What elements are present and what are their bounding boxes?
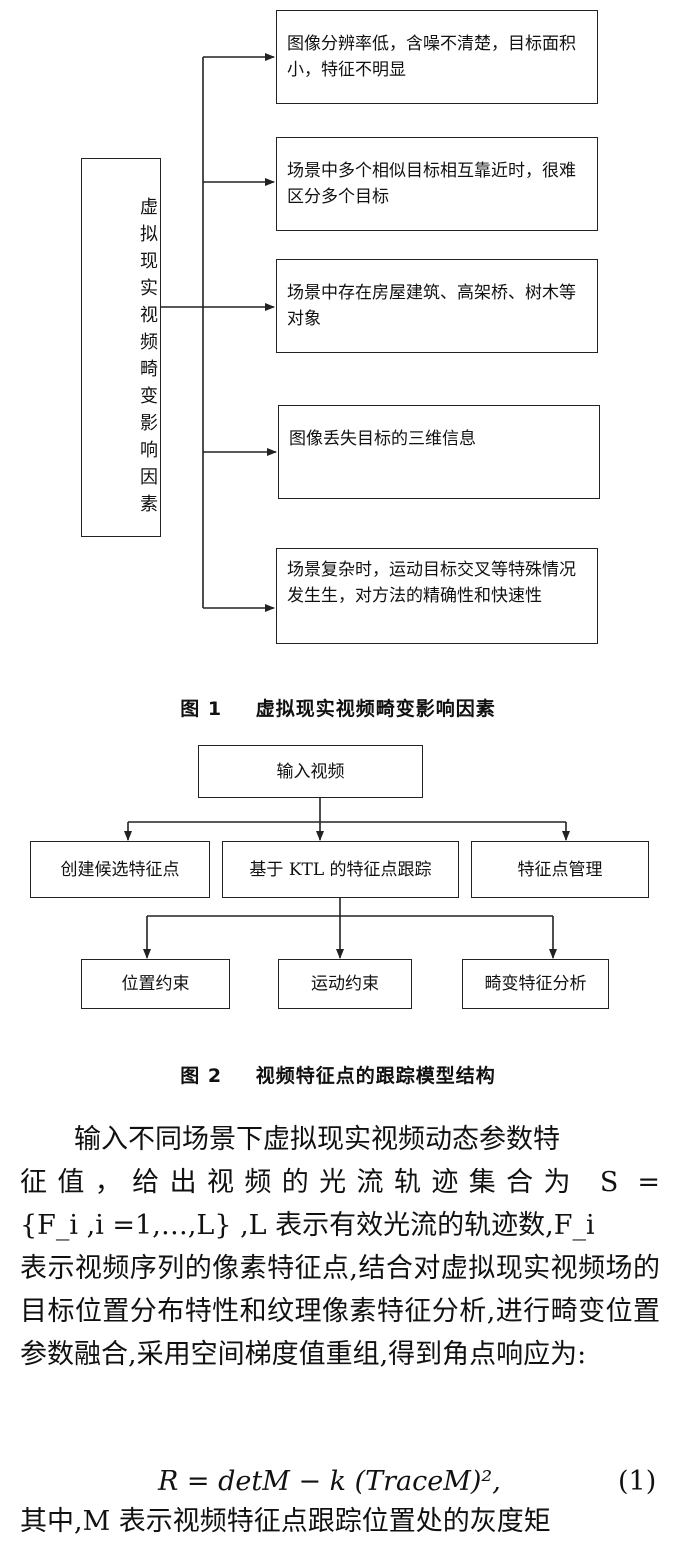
- figure2-level3-label-2: 运动约束: [311, 974, 379, 994]
- figure1-factor-box-2: 场景中多个相似目标相互靠近时，很难区分多个目标: [276, 137, 598, 231]
- figure1-factor-box-4: 图像丢失目标的三维信息: [278, 405, 600, 499]
- figure2-caption-number: 图 2: [180, 1065, 223, 1087]
- figure2-level3-box-3: 畸变特征分析: [462, 959, 609, 1009]
- figure2-caption-text: 视频特征点的跟踪模型结构: [255, 1065, 496, 1087]
- figure2-caption: 图 2 视频特征点的跟踪模型结构: [0, 1061, 676, 1088]
- body-line-2: 征值，给出视频的光流轨迹集合为 S =: [20, 1167, 660, 1198]
- figure1-factor-4: 图像丢失目标的三维信息: [289, 429, 476, 449]
- figure1-factor-box-1: 图像分辨率低，含噪不清楚，目标面积小，特征不明显: [276, 10, 598, 104]
- figure2-level3-label-1: 位置约束: [121, 974, 190, 994]
- figure2-level2-box-1: 创建候选特征点: [30, 841, 210, 898]
- equation-1-number: (1): [618, 1466, 657, 1497]
- body-line-3: {F_i ,i =1,…,L} ,L 表示有效光流的轨迹数,F_i: [20, 1210, 595, 1241]
- figure1-caption-number: 图 1: [180, 698, 223, 720]
- body-paragraph-2: 其中,M 表示视频特征点跟踪位置处的灰度矩: [20, 1500, 660, 1543]
- figure1-caption-text: 虚拟现实视频畸变影响因素: [255, 698, 496, 720]
- figure1-factor-5: 场景复杂时，运动目标交叉等特殊情况发生生，对方法的精确性和快速性: [287, 560, 576, 606]
- figure2-input-box: 输入视频: [198, 745, 423, 798]
- figure1-root-box: 虚拟现实视频畸变影响因素: [81, 158, 161, 537]
- figure2-level2-box-2: 基于 KTL 的特征点跟踪: [222, 841, 459, 898]
- figure1-factor-2: 场景中多个相似目标相互靠近时，很难区分多个目标: [287, 161, 576, 207]
- figure1-factor-3: 场景中存在房屋建筑、高架桥、树木等对象: [287, 283, 576, 329]
- figure1-factor-box-3: 场景中存在房屋建筑、高架桥、树木等对象: [276, 259, 598, 353]
- body-paragraph-1: 输入不同场景下虚拟现实视频动态参数特 征值，给出视频的光流轨迹集合为 S = {…: [20, 1118, 660, 1376]
- figure2-level3-box-2: 运动约束: [278, 959, 412, 1009]
- figure2-level2-label-2: 基于 KTL 的特征点跟踪: [249, 859, 432, 880]
- body-paragraph-2-line: 其中,M 表示视频特征点跟踪位置处的灰度矩: [20, 1506, 551, 1537]
- figure2-level2-box-3: 特征点管理: [471, 841, 649, 898]
- equation-1-body: R = detM − k (TraceM)²,: [158, 1466, 501, 1497]
- figure2-level2-label-1: 创建候选特征点: [60, 859, 180, 880]
- body-line-1: 输入不同场景下虚拟现实视频动态参数特: [74, 1124, 560, 1155]
- figure2-level3-box-1: 位置约束: [81, 959, 230, 1009]
- figure1-root-label: 虚拟现实视频畸变影响因素: [137, 197, 158, 521]
- figure1-caption: 图 1 虚拟现实视频畸变影响因素: [0, 694, 676, 721]
- figure1-factor-box-5: 场景复杂时，运动目标交叉等特殊情况发生生，对方法的精确性和快速性: [276, 548, 598, 644]
- body-paragraph-1-rest: 表示视频序列的像素特征点,结合对虚拟现实视频场的目标位置分布特性和纹理像素特征分…: [20, 1253, 660, 1370]
- figure2-level3-label-3: 畸变特征分析: [484, 974, 587, 994]
- figure2-level2-label-3: 特征点管理: [517, 859, 603, 880]
- figure1-factor-1: 图像分辨率低，含噪不清楚，目标面积小，特征不明显: [287, 34, 576, 80]
- figure2-input-label: 输入视频: [276, 761, 345, 782]
